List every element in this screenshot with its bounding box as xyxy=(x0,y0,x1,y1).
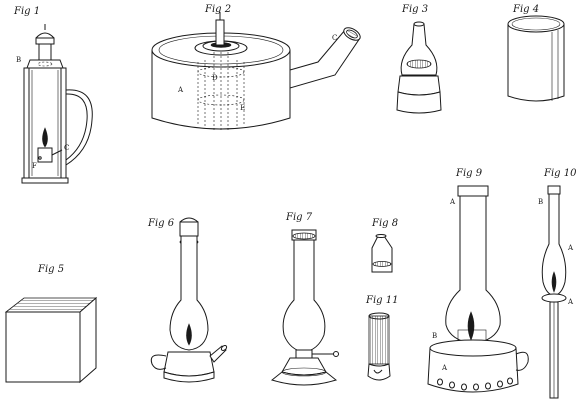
figure-6-lamp: Fig 6 xyxy=(147,217,228,383)
figure-5-cube: Fig 5 xyxy=(4,264,98,384)
figure-2-reservoir: Fig 2 A C D E xyxy=(151,4,361,130)
figure-2-label-c: C xyxy=(332,34,337,42)
figure-9-caption: Fig 9 xyxy=(455,168,483,179)
figure-1-label-b: B xyxy=(16,56,21,64)
figure-8-chimney: Fig 8 xyxy=(371,218,398,273)
figure-1-lantern: Fig 1 B C F xyxy=(13,6,93,184)
figure-10-caption: Fig 10 xyxy=(543,168,577,179)
figure-4-cylinder: Fig 4 xyxy=(507,4,565,102)
figure-10-label-a-upper: A xyxy=(567,244,574,252)
figure-9-label-a-bottom: A xyxy=(441,364,448,372)
figure-10-label-b: B xyxy=(538,198,543,206)
figure-3-caption: Fig 3 xyxy=(401,4,428,15)
figure-9-lamp: Fig 9 A B A xyxy=(427,168,529,393)
figure-8-caption: Fig 8 xyxy=(371,218,398,229)
figure-9-vent-holes xyxy=(437,377,513,391)
figure-2-caption: Fig 2 xyxy=(204,4,231,15)
figure-1-label-c: C xyxy=(64,144,69,152)
figure-4-caption: Fig 4 xyxy=(512,4,539,15)
figure-3-chimney: Fig 3 xyxy=(396,4,442,114)
figure-2-label-e: E xyxy=(240,104,245,112)
figure-10-label-a-lower: A xyxy=(567,298,574,306)
figure-11-caption: Fig 11 xyxy=(365,295,398,306)
figure-7-lamp: Fig 7 xyxy=(270,212,339,386)
figure-1-caption: Fig 1 xyxy=(13,6,40,17)
figure-2-label-d: D xyxy=(212,74,218,82)
figure-9-label-a-top: A xyxy=(449,198,456,206)
figure-6-caption: Fig 6 xyxy=(147,218,175,229)
figure-9-label-b: B xyxy=(432,332,437,340)
figure-11-burner: Fig 11 xyxy=(365,295,398,381)
figure-5-caption: Fig 5 xyxy=(37,264,64,275)
figure-10-hand-lamp: Fig 10 B A A xyxy=(538,168,577,399)
figure-7-caption: Fig 7 xyxy=(285,212,313,223)
figure-2-label-a: A xyxy=(177,86,184,94)
figure-1-label-f: F xyxy=(32,162,37,170)
